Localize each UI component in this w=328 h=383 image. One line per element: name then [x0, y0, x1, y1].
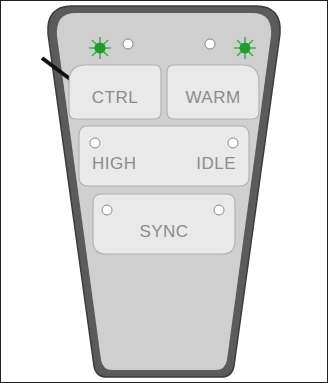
remote-button: SYNC [92, 193, 236, 255]
button-face [167, 65, 259, 119]
led-green [95, 43, 106, 54]
button-label: WARM [185, 88, 240, 108]
led-off [123, 39, 133, 49]
remote-button: WARM [166, 64, 260, 120]
led-off [214, 205, 224, 215]
housing-outline [48, 6, 280, 377]
led-indicators [89, 37, 256, 59]
button-label: HIGH [92, 154, 137, 174]
led-off [228, 138, 238, 148]
led-green [240, 43, 251, 54]
button-face [93, 194, 235, 254]
led-off [205, 39, 215, 49]
button-label: CTRL [92, 88, 138, 108]
remote-button: HIGH IDLE [78, 125, 250, 187]
remote-button: CTRL [68, 64, 162, 120]
led-glow [89, 37, 256, 59]
button-label: IDLE [196, 154, 236, 174]
housing-panel [57, 13, 271, 370]
led-off [90, 138, 100, 148]
led-off [102, 205, 112, 215]
button-label: SYNC [139, 222, 188, 242]
button-face [69, 65, 161, 119]
button-face [79, 126, 249, 186]
